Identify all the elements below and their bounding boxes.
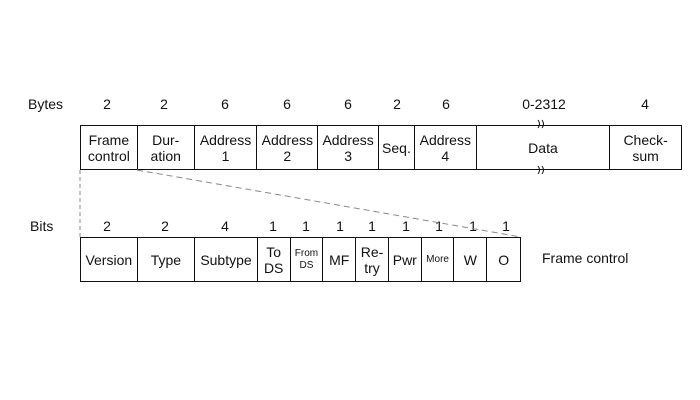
frame-field-size: 6 — [221, 96, 229, 112]
frame-field-size: 6 — [283, 96, 291, 112]
frame-control-bit-size: 2 — [161, 218, 169, 234]
bytes-row-label: Bytes — [28, 96, 64, 112]
frame-control-bit-size: 1 — [402, 218, 410, 234]
frame-field-size: 2 — [160, 96, 168, 112]
subtype-field: Subtype — [195, 238, 258, 281]
data-field: Data — [477, 126, 611, 169]
frame-control-caption: Frame control — [542, 250, 629, 266]
frame-field-size: 2 — [393, 96, 401, 112]
to-ds-field: To DS — [258, 238, 291, 281]
frame-control-bit-size: 1 — [269, 218, 277, 234]
data-break-mark-top — [537, 119, 544, 129]
retry-field: Re- try — [356, 238, 389, 281]
from-ds-field: From DS — [291, 238, 324, 281]
address-3-field: Address 3 — [318, 126, 380, 169]
frame-control-bit-size: 1 — [435, 218, 443, 234]
frame-control-structure: Version Type Subtype To DS From DS MF Re… — [80, 237, 521, 282]
o-field: O — [498, 251, 510, 268]
type-field: Type — [138, 238, 196, 281]
w-field: W — [454, 238, 488, 281]
pwr-field: Pwr — [389, 238, 422, 281]
frame-field-size: 2 — [103, 96, 111, 112]
sequence-field: Seq. — [379, 126, 415, 169]
frame-field-size: 4 — [641, 96, 649, 112]
frame-control-bit-size: 1 — [336, 218, 344, 234]
address-4-field: Address 4 — [415, 126, 477, 169]
bits-row-label: Bits — [30, 218, 54, 234]
frame-control-bit-size: 2 — [103, 218, 111, 234]
duration-field: Dur- ation — [138, 126, 195, 169]
version-field: Version — [81, 238, 138, 281]
zoom-line-right — [136, 169, 522, 238]
frame-field-size: 6 — [442, 96, 450, 112]
mf-field: MF — [323, 238, 357, 281]
frame-control-bit-size: 1 — [469, 218, 477, 234]
address-1-field: Address 1 — [195, 126, 258, 169]
frame-control-bit-size: 1 — [368, 218, 376, 234]
frame-control-bit-size: 1 — [502, 218, 510, 234]
frame-control-bit-size: 4 — [221, 218, 229, 234]
more-field: More — [422, 238, 455, 281]
frame-field-size: 0-2312 — [522, 96, 566, 112]
frame-field-size: 6 — [344, 96, 352, 112]
frame-structure: Frame control Dur- ation Address 1 Addre… — [80, 125, 682, 170]
data-field-label: Data — [528, 139, 558, 156]
frame-control-bit-size: 1 — [302, 218, 310, 234]
checksum-field: Check- sum — [623, 131, 668, 164]
frame-control-field: Frame control — [81, 126, 138, 169]
data-break-mark-bottom — [537, 165, 544, 175]
address-2-field: Address 2 — [257, 126, 319, 169]
